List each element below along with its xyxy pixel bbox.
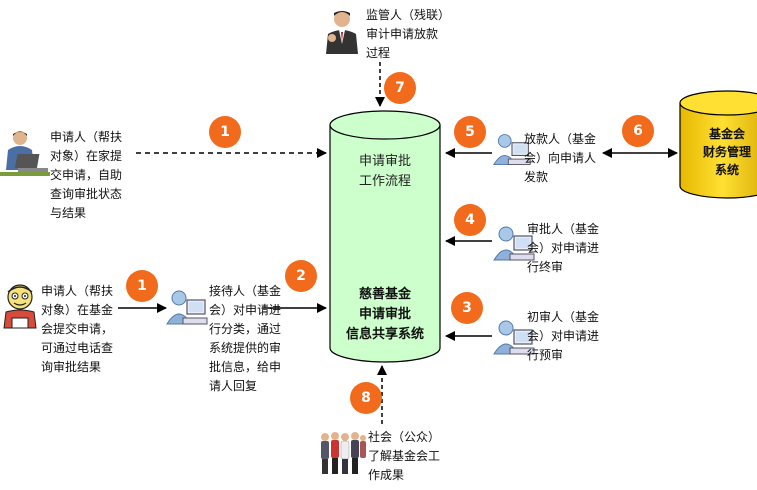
label-applicant-home: 申请人（帮扶 对象）在家提 交申请，自助 查询审批状态 与结果 <box>50 130 123 220</box>
step-badge-8: 8 <box>350 382 382 414</box>
step-badge-7: 7 <box>384 72 416 104</box>
center-system-2: 申请审批 <box>358 307 411 322</box>
step-badge-6: 6 <box>622 115 654 147</box>
step-badge-1-home: 1 <box>209 116 241 148</box>
center-system-1: 慈善基金 <box>358 287 411 302</box>
step-badge-3: 3 <box>451 292 483 324</box>
disburser-icon <box>493 134 531 165</box>
public-group-icon <box>321 432 366 474</box>
label-first-reviewer: 初审人（基金 会）对申请进 行预审 <box>527 310 600 362</box>
center-title-1: 申请审批 <box>358 154 411 169</box>
step-badge-2: 2 <box>285 260 317 292</box>
label-receptionist: 接待人（基金 会）对申请进 行分类，通过 系统提供的审 批信息，给申 请人回复 <box>209 284 282 393</box>
finance-line-2: 财务管理 <box>702 145 751 159</box>
supervisor-icon <box>326 11 358 54</box>
label-supervisor: 监管人（残联） 审计申请放款 过程 <box>366 8 451 60</box>
center-system-3: 信息共享系统 <box>345 327 424 342</box>
label-applicant-onsite: 申请人（帮扶 对象）在基金 会提交申请， 可通过电话查 询审批结果 <box>41 284 114 374</box>
approver-icon <box>493 226 535 261</box>
finance-line-1: 基金会 <box>708 127 745 141</box>
receptionist-icon <box>166 290 208 325</box>
label-public: 社会（公众） 了解基金会工 作成果 <box>368 430 441 482</box>
first-reviewer-icon <box>493 320 535 355</box>
label-approver: 审批人（基金 会）对申请进 行终审 <box>527 222 600 274</box>
home-applicant-icon <box>0 131 50 176</box>
step-badge-1-onsite: 1 <box>126 270 158 302</box>
center-cylinder <box>329 110 441 363</box>
finance-cylinder <box>679 90 757 199</box>
finance-line-3: 系统 <box>714 163 739 177</box>
step-badge-5: 5 <box>454 116 486 148</box>
label-disburser: 放款人（基金 会）向申请人 发款 <box>524 132 597 184</box>
step-badge-4: 4 <box>454 204 486 236</box>
center-title-2: 工作流程 <box>358 174 411 189</box>
onsite-applicant-icon <box>3 284 37 329</box>
